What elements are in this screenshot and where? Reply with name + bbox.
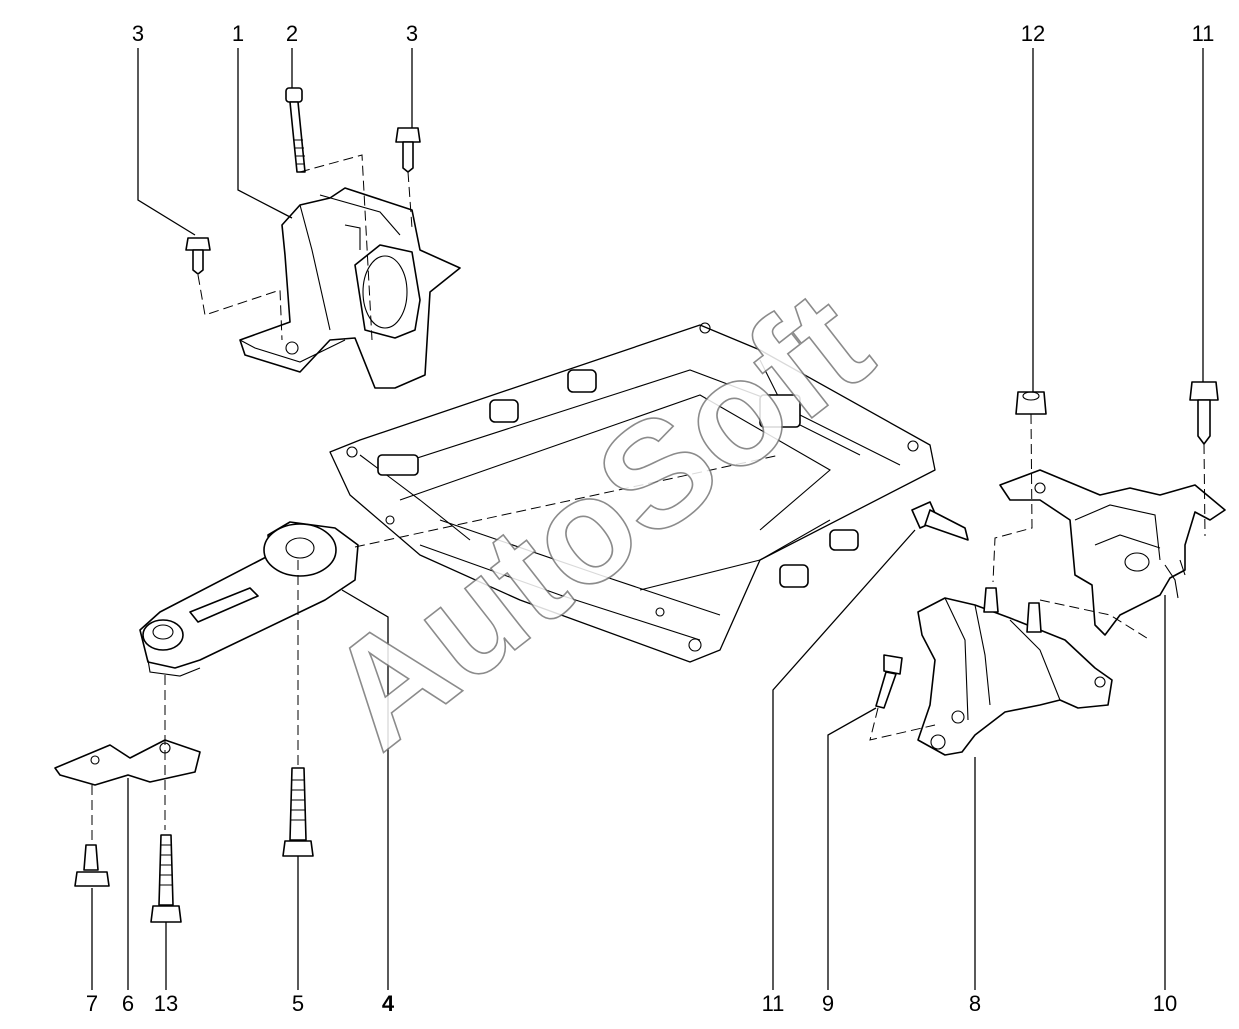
gearbox-mount [999, 469, 1226, 636]
nut-12 [1015, 391, 1047, 415]
bolt-3-right [395, 127, 421, 173]
callout-12: 12 [1021, 21, 1045, 46]
bolt-9 [875, 654, 903, 709]
bolt-3-left [185, 237, 211, 275]
bolt-2 [285, 87, 306, 173]
callout-9: 9 [822, 991, 834, 1016]
bolt-7 [74, 844, 110, 887]
bolt-11-center [911, 501, 969, 541]
callout-1: 1 [232, 21, 244, 46]
callout-11-top: 11 [1192, 21, 1215, 46]
callout-6: 6 [122, 991, 134, 1016]
leader-lines [91, 48, 1204, 990]
engine-mount-upper [239, 187, 461, 389]
mounting-bracket-8 [917, 587, 1113, 756]
torque-rod [139, 521, 359, 677]
callout-3-right: 3 [406, 21, 418, 46]
callout-5: 5 [292, 991, 304, 1016]
bolt-5 [282, 767, 314, 857]
callout-8: 8 [969, 991, 981, 1016]
callout-labels-bottom: 7 6 13 5 4 11 9 8 10 [86, 991, 1177, 1016]
callout-13: 13 [154, 991, 178, 1016]
assembly-axis-lines [91, 154, 1206, 845]
subframe [329, 322, 936, 663]
callout-4: 4 [382, 991, 395, 1016]
bolt-13 [150, 834, 182, 923]
callout-11-bottom: 11 [762, 991, 785, 1016]
callout-2: 2 [286, 21, 298, 46]
callout-7: 7 [86, 991, 98, 1016]
callout-labels-top: 3 1 2 3 12 11 [132, 21, 1215, 46]
callout-3-left: 3 [132, 21, 144, 46]
callout-10: 10 [1153, 991, 1177, 1016]
bolt-11-top [1189, 381, 1219, 445]
